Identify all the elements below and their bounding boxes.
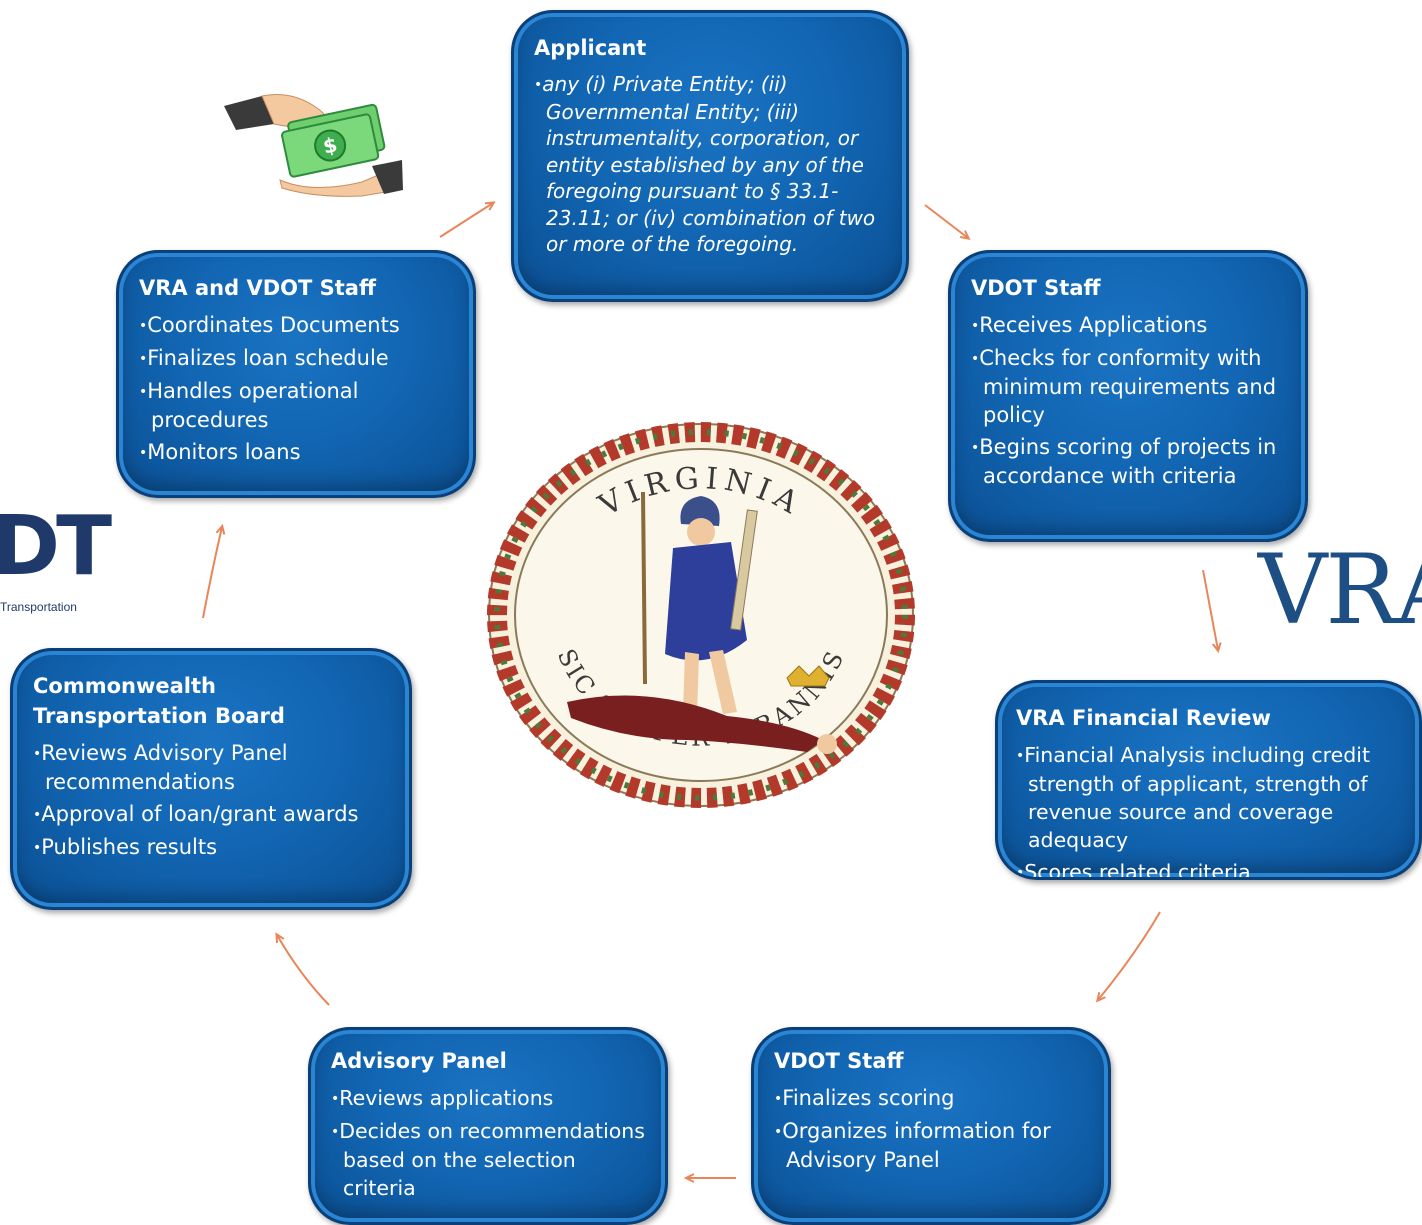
vdot-staff-review-title: VDOT Staff <box>971 276 1101 300</box>
list-item: Receives Applications <box>971 311 1289 340</box>
advisory-panel-box: Advisory Panel Reviews applications Deci… <box>308 1027 668 1225</box>
arrow-advisory-to-ctb <box>277 935 330 1006</box>
list-item: Monitors loans <box>139 438 457 467</box>
ctb-box: Commonwealth Transportation Board Review… <box>10 648 412 910</box>
arrow-applicant-to-vdot <box>924 204 968 238</box>
vdot-staff-finalize-list: Finalizes scoring Organizes information … <box>774 1084 1092 1174</box>
vdot-staff-review-box: VDOT Staff Receives Applications Checks … <box>948 250 1308 542</box>
applicant-item: any (i) Private Entity; (ii) Governmenta… <box>534 71 890 258</box>
vdot-logo: DT Transportation <box>0 506 118 622</box>
advisory-panel-list: Reviews applications Decides on recommen… <box>331 1084 649 1202</box>
list-item: Finalizes loan schedule <box>139 344 457 373</box>
list-item: Checks for conformity with minimum requi… <box>971 344 1289 429</box>
vra-vdot-staff-title: VRA and VDOT Staff <box>139 276 376 300</box>
arrow-vdot-to-vra <box>1202 569 1218 650</box>
list-item: Organizes information for Advisory Panel <box>774 1117 1092 1174</box>
money-hands-icon: $ <box>224 94 403 197</box>
list-item: Reviews Advisory Panel recommendations <box>33 739 393 796</box>
vdot-staff-finalize-title: VDOT Staff <box>774 1049 904 1073</box>
list-item: Approval of loan/grant awards <box>33 800 393 829</box>
vdot-staff-finalize-box: VDOT Staff Finalizes scoring Organizes i… <box>751 1027 1111 1225</box>
list-item: Reviews applications <box>331 1084 649 1113</box>
list-item: Scores related criteria <box>1016 858 1411 877</box>
list-item: Finalizes scoring <box>774 1084 1092 1113</box>
arrow-vra-to-vdot2 <box>1098 911 1161 1000</box>
list-item: Financial Analysis including credit stre… <box>1016 741 1411 854</box>
vra-vdot-staff-list: Coordinates Documents Finalizes loan sch… <box>139 311 457 467</box>
arrow-vravdot-to-applicant <box>439 203 493 238</box>
arrow-ctb-to-vravdot <box>202 527 222 619</box>
vra-financial-review-box: VRA Financial Review Financial Analysis … <box>995 680 1422 880</box>
ctb-title: Commonwealth Transportation Board <box>33 674 285 728</box>
vra-vdot-staff-box: VRA and VDOT Staff Coordinates Documents… <box>116 250 476 498</box>
applicant-list: any (i) Private Entity; (ii) Governmenta… <box>534 71 890 258</box>
svg-text:$: $ <box>321 132 340 158</box>
applicant-box: Applicant any (i) Private Entity; (ii) G… <box>511 10 909 302</box>
ctb-list: Reviews Advisory Panel recommendations A… <box>33 739 393 862</box>
vdot-logo-subtitle: Transportation <box>0 600 77 614</box>
advisory-panel-title: Advisory Panel <box>331 1049 507 1073</box>
applicant-title: Applicant <box>534 36 647 60</box>
vdot-staff-review-list: Receives Applications Checks for conform… <box>971 311 1289 490</box>
list-item: Begins scoring of projects in accordance… <box>971 433 1289 490</box>
vdot-logo-letters: DT <box>0 499 112 594</box>
list-item: Publishes results <box>33 833 393 862</box>
virginia-seal: VIRGINIA SIC SEMPER TYRANNIS <box>487 422 915 808</box>
list-item: Handles operational procedures <box>139 377 457 434</box>
vra-financial-review-title: VRA Financial Review <box>1016 706 1271 730</box>
vra-financial-review-list: Financial Analysis including credit stre… <box>1016 741 1411 877</box>
list-item: Decides on recommendations based on the … <box>331 1117 649 1202</box>
list-item: Coordinates Documents <box>139 311 457 340</box>
vra-logo: VRA <box>1258 534 1422 646</box>
